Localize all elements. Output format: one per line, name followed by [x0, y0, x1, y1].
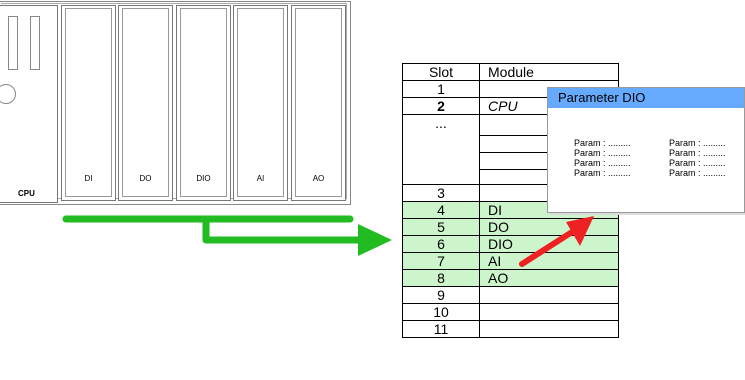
param-field: Param : ......... [669, 138, 726, 148]
cpu-slot-left [8, 16, 18, 70]
slot-cell: 6 [402, 235, 480, 253]
module-label: AO [312, 174, 325, 183]
module-label: DIO [196, 174, 211, 183]
module-cell: DO [479, 218, 619, 236]
table-row: 6 DIO [402, 235, 619, 253]
slot-cell: 2 [402, 97, 480, 115]
rack-module-do: DO [118, 5, 173, 201]
param-field: Param : ......... [574, 138, 631, 148]
plc-rack-inner [1, 3, 347, 199]
cpu-slot-right [30, 16, 40, 70]
module-label: DO [139, 174, 152, 183]
table-row: 8 AO [402, 269, 619, 287]
slot-cell: ... [402, 114, 480, 185]
parameter-dialog-title: Parameter DIO [548, 88, 744, 108]
slot-cell: 3 [402, 184, 480, 202]
green-arrowhead-icon [358, 224, 392, 256]
slot-cell: 5 [402, 218, 480, 236]
module-cell: AI [479, 252, 619, 270]
parameter-dialog[interactable]: Parameter DIO Param : ......... Param : … [547, 87, 745, 213]
module-header: Module [479, 63, 619, 81]
slot-cell: 4 [402, 201, 480, 219]
table-row: 7 AI [402, 252, 619, 270]
cpu-label: CPU [18, 189, 35, 198]
module-cell [479, 286, 619, 304]
rack-module-ao: AO [291, 5, 346, 201]
cpu-module: CPU [0, 5, 58, 203]
table-row: 11 [402, 320, 619, 338]
green-arrow-shaft [62, 215, 366, 244]
slot-header: Slot [402, 63, 480, 81]
module-cell: DIO [479, 235, 619, 253]
slot-cell: 7 [402, 252, 480, 270]
slot-table: Slot Module 1 2 CPU ... 3 4 DI 5 DO 6 DI… [402, 63, 619, 338]
slot-cell: 8 [402, 269, 480, 287]
module-cell [479, 303, 619, 321]
rack-module-ai: AI [233, 5, 288, 201]
cpu-led-icon [0, 84, 16, 104]
module-label: DI [84, 174, 93, 183]
param-field: Param : ......... [669, 148, 726, 158]
param-field: Param : ......... [669, 158, 726, 168]
param-field: Param : ......... [574, 148, 631, 158]
table-header-row: Slot Module [402, 63, 619, 81]
module-label: AI [256, 174, 265, 183]
module-cell [479, 320, 619, 338]
param-column-2: Param : ......... Param : ......... Para… [669, 138, 726, 178]
slot-cell: 11 [402, 320, 480, 338]
slot-cell: 10 [402, 303, 480, 321]
param-field: Param : ......... [574, 158, 631, 168]
module-cell: AO [479, 269, 619, 287]
param-field: Param : ......... [669, 168, 726, 178]
slot-cell: 1 [402, 80, 480, 98]
param-column-1: Param : ......... Param : ......... Para… [574, 138, 631, 178]
table-row: 9 [402, 286, 619, 304]
rack-module-di: DI [61, 5, 116, 201]
param-field: Param : ......... [574, 168, 631, 178]
table-row: 5 DO [402, 218, 619, 236]
rack-module-dio: DIO [176, 5, 231, 201]
slot-cell: 9 [402, 286, 480, 304]
table-row: 10 [402, 303, 619, 321]
